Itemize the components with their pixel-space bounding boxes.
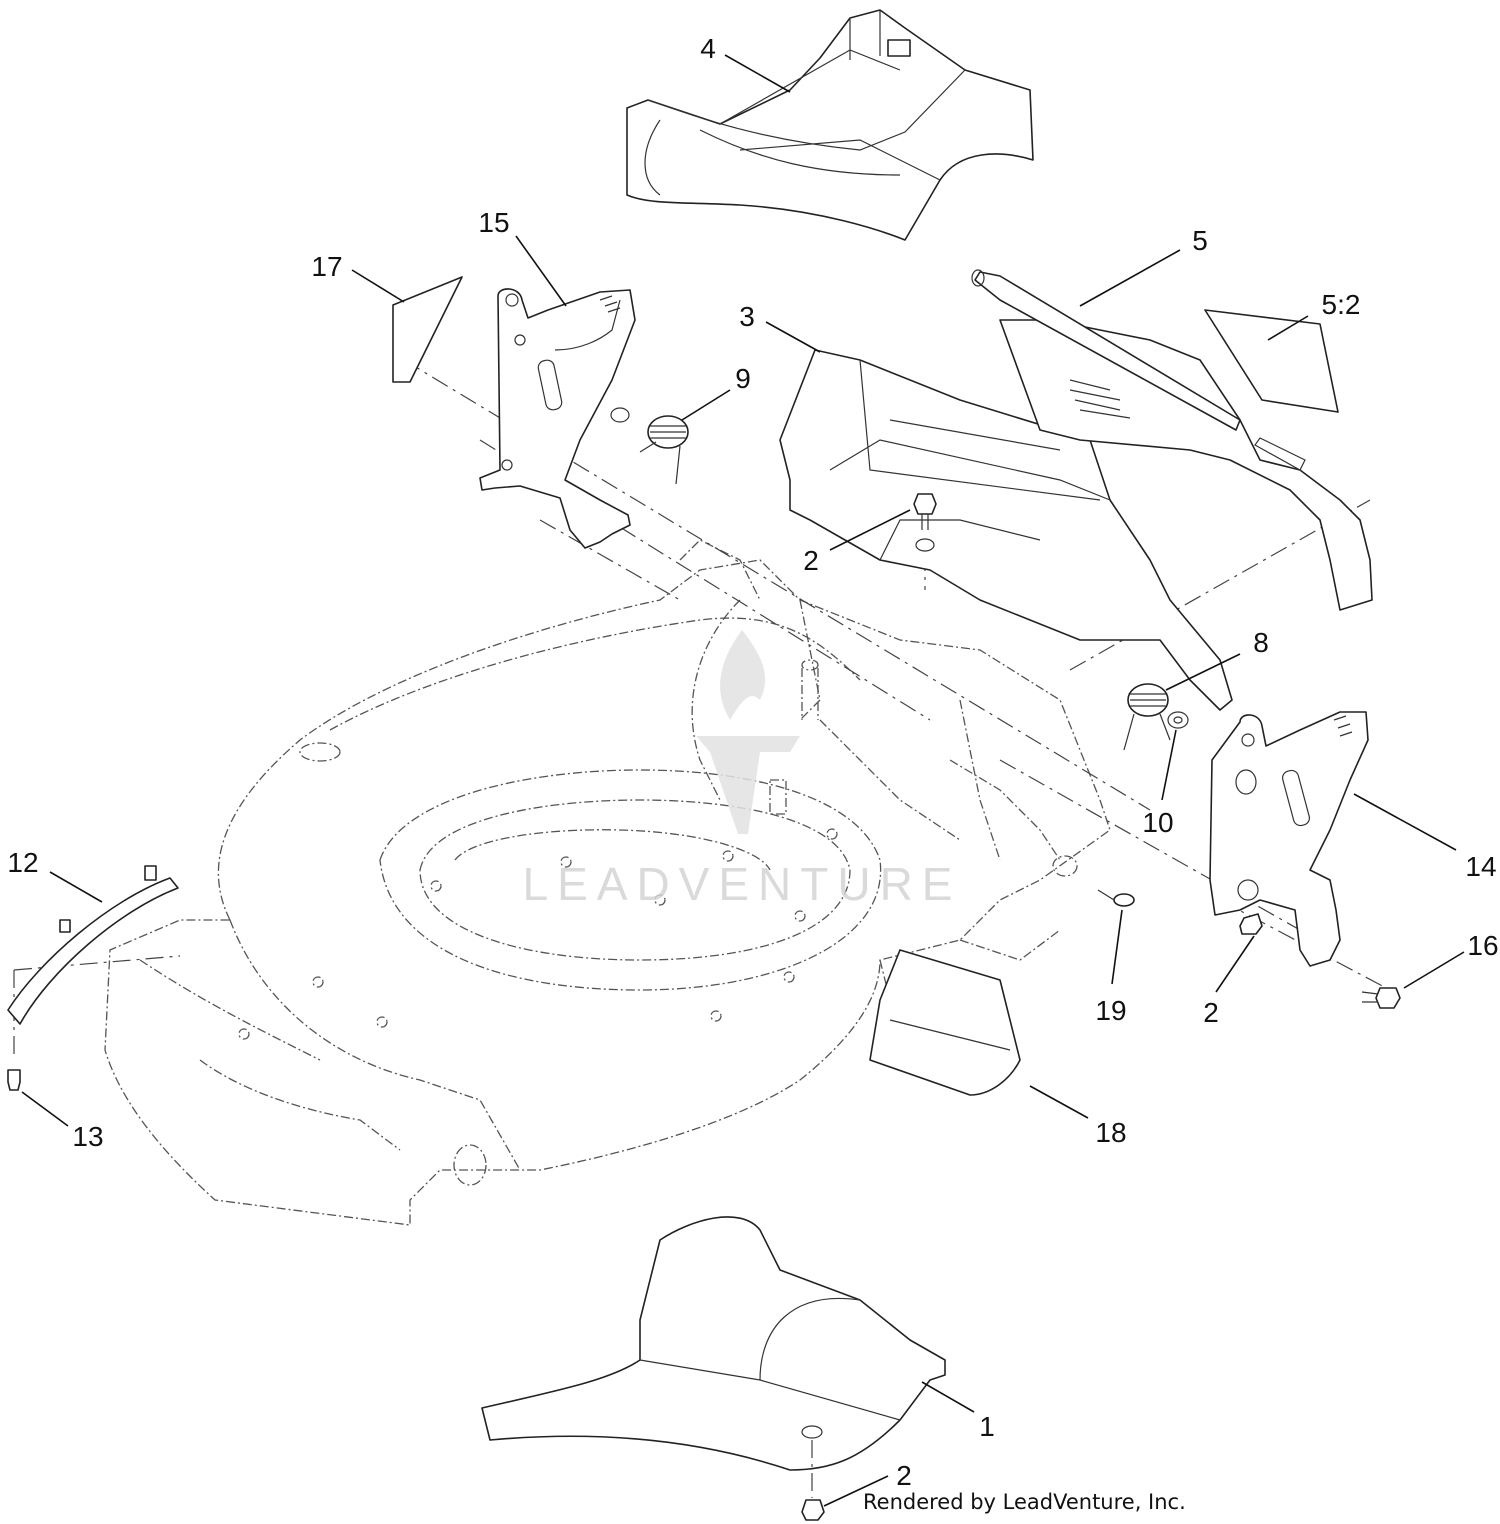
leader-lines [21, 54, 1465, 1507]
watermark: LEADVENTURE [523, 630, 962, 910]
mower-deck [104, 539, 1111, 1226]
callout-17: 17 [311, 251, 342, 282]
callout-16: 16 [1467, 930, 1498, 961]
part-19-screw [1097, 889, 1135, 907]
part-12-strap [7, 865, 179, 1025]
part-4-upper-chute [626, 9, 1034, 241]
part-13-screw [7, 1069, 21, 1091]
callout-3: 3 [739, 301, 755, 332]
part-2-right-bolt [1239, 913, 1263, 935]
assembly-axis-lines [13, 359, 1391, 1060]
callout-1: 1 [979, 1411, 995, 1442]
callout-2-lower: 2 [896, 1460, 912, 1491]
part-3-baffle [779, 349, 1233, 711]
part-10-washer [1167, 711, 1189, 729]
part-1-lower-chute [481, 1216, 946, 1471]
part-5-rear-lever [971, 269, 1373, 611]
callout-2-right: 2 [1203, 997, 1219, 1028]
part-8-spring [1123, 683, 1171, 751]
callout-4: 4 [700, 33, 716, 64]
callout-13: 13 [72, 1121, 103, 1152]
part-2-lower-bolt [801, 1425, 825, 1521]
part-5-2-decal [1204, 309, 1339, 413]
callout-19: 19 [1095, 995, 1126, 1026]
callout-9: 9 [735, 363, 751, 394]
render-credit: Rendered by LeadVenture, Inc. [863, 1490, 1186, 1514]
callout-5: 5 [1192, 225, 1208, 256]
callout-12: 12 [7, 847, 38, 878]
callout-2-upper: 2 [803, 545, 819, 576]
part-14-right-bracket [1209, 711, 1369, 967]
part-2-upper-bolt [913, 493, 937, 552]
part-17-decal [392, 276, 463, 383]
callout-14: 14 [1465, 851, 1496, 882]
callout-18: 18 [1095, 1117, 1126, 1148]
part-18-rear-flap [869, 949, 1021, 1096]
callout-8: 8 [1253, 627, 1269, 658]
callout-10: 10 [1142, 807, 1173, 838]
part-9-spring [610, 407, 689, 485]
part-15-left-bracket [479, 288, 636, 549]
callout-labels: 4 15 17 5 5:2 3 9 2 8 10 14 12 16 19 2 1… [7, 33, 1498, 1491]
watermark-text: LEADVENTURE [523, 858, 962, 910]
part-16-bolt [1361, 987, 1401, 1009]
callout-5-2: 5:2 [1322, 289, 1361, 320]
callout-15: 15 [478, 207, 509, 238]
